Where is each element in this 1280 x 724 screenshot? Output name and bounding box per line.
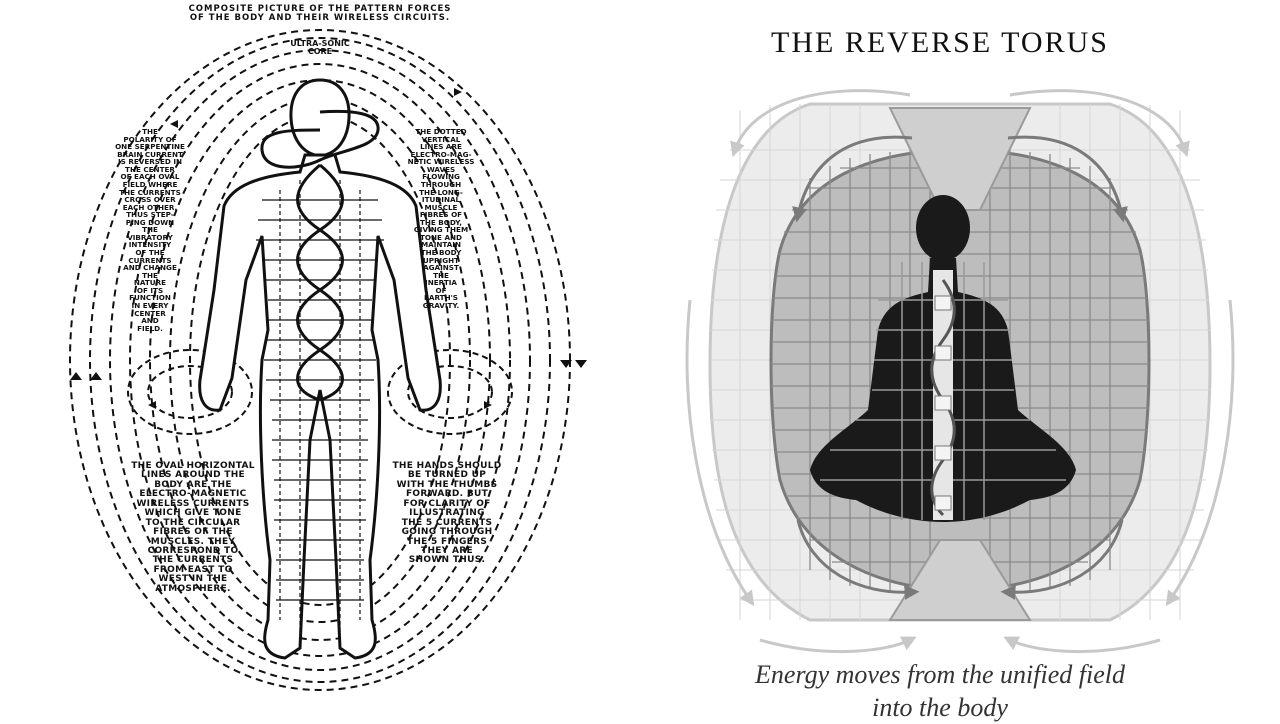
body-field-diagram [69, 29, 587, 691]
ultra-sonic-core-label: ULTRA-SONIC CORE [290, 39, 350, 57]
oval-lines-note: THE OVAL HORIZONTAL LINES AROUND THE BOD… [131, 461, 255, 594]
hands-note: THE HANDS SHOULD BE TURNED UP WITH THE T… [392, 461, 502, 566]
spine-energy-column [930, 270, 956, 520]
reverse-torus-caption: Energy moves from the unified field into… [755, 660, 1125, 722]
direction-arrows [70, 88, 587, 409]
polarity-note: THE POLARITY OF ONE SERPENTINE BRAIN CUR… [115, 127, 185, 333]
reverse-torus-diagram [685, 89, 1235, 653]
arm-loop-lines [127, 349, 513, 435]
funnel-vortex [888, 107, 1032, 621]
human-figure [198, 78, 442, 660]
right-diagram-panel: THE REVERSE TORUS [640, 0, 1280, 722]
left-diagram-panel: COMPOSITE PICTURE OF THE PATTERN FORCES … [0, 0, 640, 720]
reverse-torus-title: THE REVERSE TORUS [771, 26, 1109, 59]
body-grid-lines [256, 180, 384, 640]
flow-arrows [685, 89, 1235, 653]
left-figure-title: COMPOSITE PICTURE OF THE PATTERN FORCES … [188, 4, 452, 23]
oval-field-lines [69, 29, 571, 691]
vertical-lines-note: THE DOTTED VERTICAL LINES ARE ELECTRO-MA… [407, 127, 475, 310]
serpentine-currents [260, 109, 380, 402]
